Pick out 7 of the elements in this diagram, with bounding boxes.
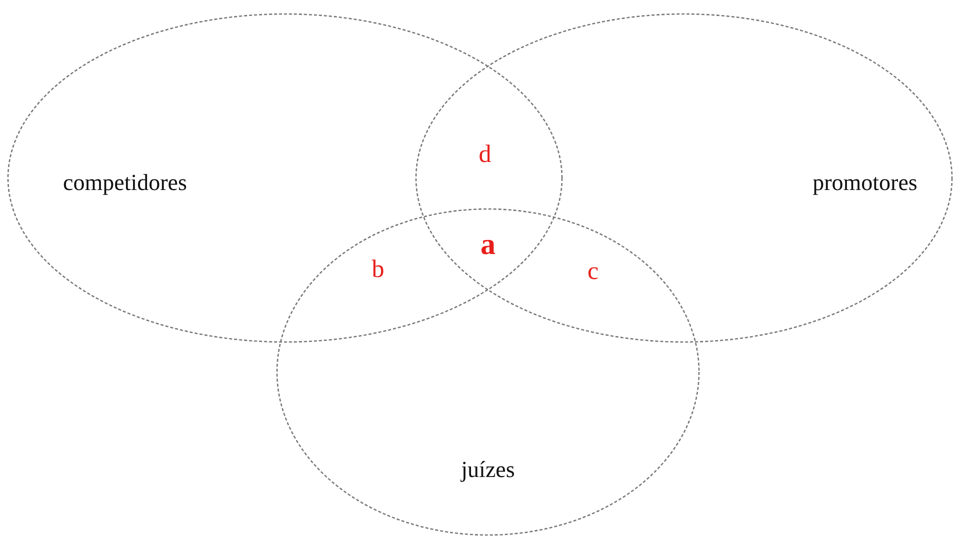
set-label: juízes — [461, 457, 515, 483]
set-label: promotores — [812, 170, 918, 196]
set-label: competidores — [63, 170, 187, 196]
region-label: b — [372, 256, 384, 284]
region-label: c — [587, 258, 599, 286]
region-label: a — [480, 228, 496, 262]
region-label: d — [478, 141, 492, 169]
